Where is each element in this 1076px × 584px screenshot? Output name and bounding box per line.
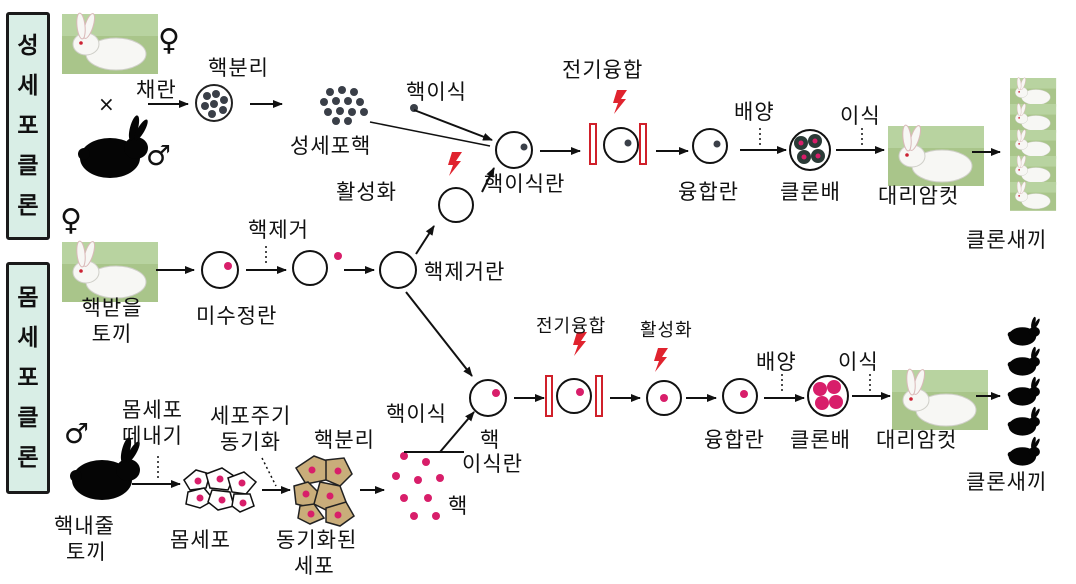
panel-char: 몸 [17,285,39,311]
label-fused-egg: 융합란 [678,180,739,204]
label-nte-line1: 핵 [480,428,501,452]
label-surrogate: 대리암컷 [878,184,960,208]
label-donor-line1: 핵내줄 [54,514,115,538]
female-symbol: ♀ [158,23,181,58]
label-bottom-transplant: 이식 [838,350,879,374]
label-bottom-nucleus-separation: 핵분리 [314,428,375,452]
bottom-clone-embryo-icon [807,375,849,417]
bottom-activated-egg-icon [646,380,682,416]
lightning-icon [654,348,668,372]
germ-cell-clone-panel: 성 세 포 클 론 [6,12,50,240]
clone-embryo-icon [789,129,831,171]
panel-char: 포 [17,365,39,391]
surrogate-white-rabbit-icon [887,123,985,187]
label-cell-cycle-line1: 세포주기 [210,404,292,428]
label-clone-embryo: 클론배 [780,180,841,204]
label-synced-line2: 세포 [294,554,335,578]
label-clone-offspring: 클론새끼 [966,228,1048,252]
fused-egg-icon [692,128,728,164]
panel-char: 성 [17,33,39,59]
arrow-bottom-nucleus-transfer [439,411,475,453]
lightning-icon [613,90,627,114]
female-white-rabbit-icon [61,11,159,75]
label-bottom-clone-embryo: 클론배 [790,428,851,452]
arrow-enucleated-up [415,225,435,255]
label-nucleus-transfer: 핵이식 [406,80,467,104]
label-bottom-electrofusion: 전기융합 [536,316,607,337]
label-recipient-line2: 토끼 [91,322,133,346]
label-nte-line2: 이식란 [462,452,523,476]
arrow-nucleus-transfer-2 [369,121,491,147]
cell-cycle-leader [261,457,277,487]
somatic-cell-clone-panel: 몸 세 포 클 론 [6,262,50,494]
label-egg-collection: 채란 [136,78,177,102]
synced-cells-icon [293,455,355,527]
panel-char: 클 [17,405,39,431]
panel-char: 세 [17,73,39,99]
panel-char: 포 [17,113,39,139]
male-symbol-2: ♂ [64,417,91,450]
label-activation: 활성화 [336,180,397,204]
label-nucleus: 핵 [448,494,469,518]
label-recipient-line1: 핵받을 [81,296,143,320]
male-black-rabbit-icon [78,114,151,178]
egg-mass-icon [195,84,233,122]
label-nucleus-transferred-egg: 핵이식란 [484,172,566,196]
clone-offspring-white-icons [1009,76,1057,212]
label-transplant: 이식 [840,104,881,128]
female-symbol-2: ♀ [60,203,83,238]
separated-nuclei-icon [392,452,444,520]
label-cell-cycle-line2: 동기화 [220,430,281,454]
label-bottom-activation: 활성화 [640,320,693,341]
male-symbol: ♂ [146,139,173,172]
bottom-fusing-egg-icon [556,378,592,414]
label-bottom-fused-egg: 융합란 [704,428,765,452]
fusing-egg-icon [603,127,639,163]
label-synced-line1: 동기화된 [276,528,358,552]
label-bottom-clone-offspring: 클론새끼 [966,470,1048,494]
label-bottom-culture: 배양 [756,350,797,374]
enucleated-egg-icon [379,251,417,289]
label-donor-line2: 토끼 [66,540,107,564]
panel-char: 클 [17,153,39,179]
nucleus-transferred-egg-icon [495,131,533,169]
somatic-cells-icon [183,467,258,513]
clone-offspring-black-icons [1007,316,1041,466]
germ-nuclei-cluster-icon [320,86,368,125]
panel-char: 론 [17,445,39,471]
label-somatic-remove-line1: 몸세포 [122,398,183,422]
bottom-nucleus-transferred-egg-icon [469,379,507,417]
label-unfertilized-egg: 미수정란 [196,304,278,328]
label-germ-nuclei: 성세포핵 [290,134,372,158]
label-enucleated-egg: 핵제거란 [424,260,506,284]
unfertilized-egg-icon [201,251,239,289]
label-bottom-surrogate: 대리암컷 [876,428,958,452]
lightning-icon [448,152,462,176]
panel-char: 론 [17,193,39,219]
times-symbol: × [98,92,116,116]
label-culture: 배양 [734,100,775,124]
label-nucleus-separation: 핵분리 [208,56,269,80]
recipient-white-rabbit-icon [61,239,159,303]
label-enucleation: 핵제거 [248,218,309,242]
arrow-nucleus-transfer [413,109,493,141]
bottom-surrogate-white-rabbit-icon [891,367,989,431]
bottom-fused-egg-icon [722,378,758,414]
label-somatic-cells: 몸세포 [170,528,231,552]
activated-egg-icon [438,187,474,223]
label-bottom-nucleus-transfer: 핵이식 [386,402,447,426]
label-somatic-remove-line2: 떼내기 [122,424,183,448]
label-electrofusion: 전기융합 [562,58,644,82]
arrow-activated-to-nte [481,167,495,193]
panel-char: 세 [17,325,39,351]
arrow-enucleated-down [405,291,473,377]
enucleating-egg-icon [292,250,342,286]
